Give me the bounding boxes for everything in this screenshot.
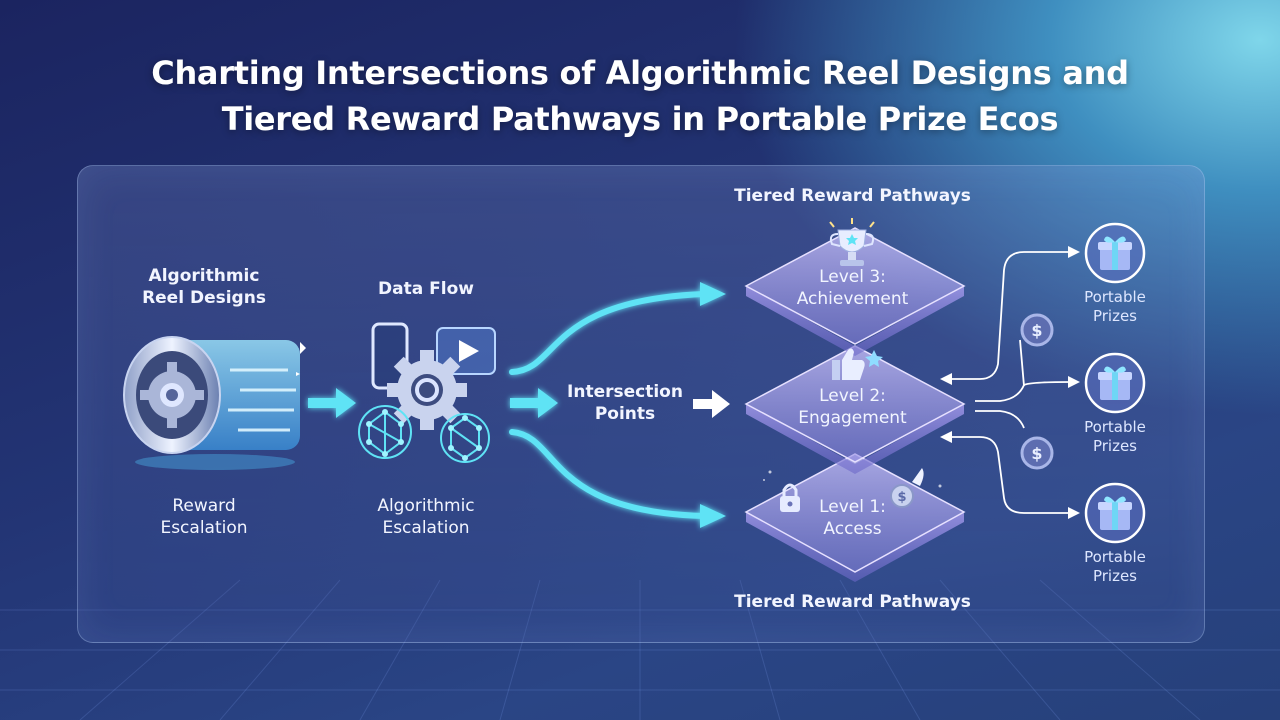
title-line-1: Charting Intersections of Algorithmic Re…: [151, 54, 1129, 92]
star-icon: [865, 350, 883, 367]
gift-icon: [1084, 352, 1146, 414]
gift-icon: [1084, 222, 1146, 284]
intersection-label: Intersection Points: [567, 382, 683, 424]
tier-level-3-label: Level 3: Achievement: [796, 267, 909, 309]
coin-rocket-icon: $: [890, 468, 924, 508]
connector-level2-prize1: [945, 251, 1070, 380]
arrow-dataflow-to-intersection: [510, 388, 558, 418]
reel-cylinder-icon: [123, 336, 306, 470]
arrow-intersection-to-level2: [693, 390, 730, 418]
trophy-icon: [829, 218, 875, 266]
dataflow-caption: Algorithmic Escalation: [377, 496, 475, 538]
connector-level2-prize3: [975, 410, 1025, 429]
tier-level-1: [744, 453, 966, 582]
tier-level-1-label: Level 1: Access: [819, 497, 886, 539]
svg-text:$: $: [897, 490, 906, 505]
prize-3-label: Portable Prizes: [1084, 548, 1146, 585]
tier-level-2: [744, 345, 966, 474]
tier-level-3: [744, 227, 966, 356]
prize-2-label: Portable Prizes: [1084, 418, 1146, 455]
curve-to-level3: [509, 291, 708, 375]
prize-1-label: Portable Prizes: [1084, 288, 1146, 325]
reel-caption: Reward Escalation: [160, 496, 248, 538]
reel-heading: Algorithmic Reel Designs: [142, 266, 266, 308]
thumbs-up-icon: [832, 348, 865, 380]
gear-icon: [387, 350, 467, 430]
title-line-2: Tiered Reward Pathways in Portable Prize…: [221, 100, 1059, 138]
page-title: Charting Intersections of Algorithmic Re…: [40, 50, 1240, 142]
curve-to-level1: [509, 429, 708, 519]
tier-stack: $: [744, 218, 966, 582]
svg-text:$: $: [1031, 444, 1042, 463]
dataflow-heading: Data Flow: [378, 279, 474, 299]
connector-level2-prize2: [975, 381, 1071, 402]
svg-text:$: $: [1031, 321, 1042, 340]
dataflow-cluster-icon: [358, 322, 496, 463]
coin-icon: $: [1020, 436, 1054, 470]
arrow-reel-to-dataflow: [308, 388, 356, 418]
coin-icon: $: [1020, 313, 1054, 347]
pathways-heading-bottom: Tiered Reward Pathways: [734, 592, 971, 612]
gift-icon: [1084, 482, 1146, 544]
pathways-heading-top: Tiered Reward Pathways: [734, 186, 971, 206]
connector-level1-prize3: [945, 436, 1070, 514]
lock-icon: [780, 483, 800, 512]
tier-level-2-label: Level 2: Engagement: [798, 386, 907, 428]
